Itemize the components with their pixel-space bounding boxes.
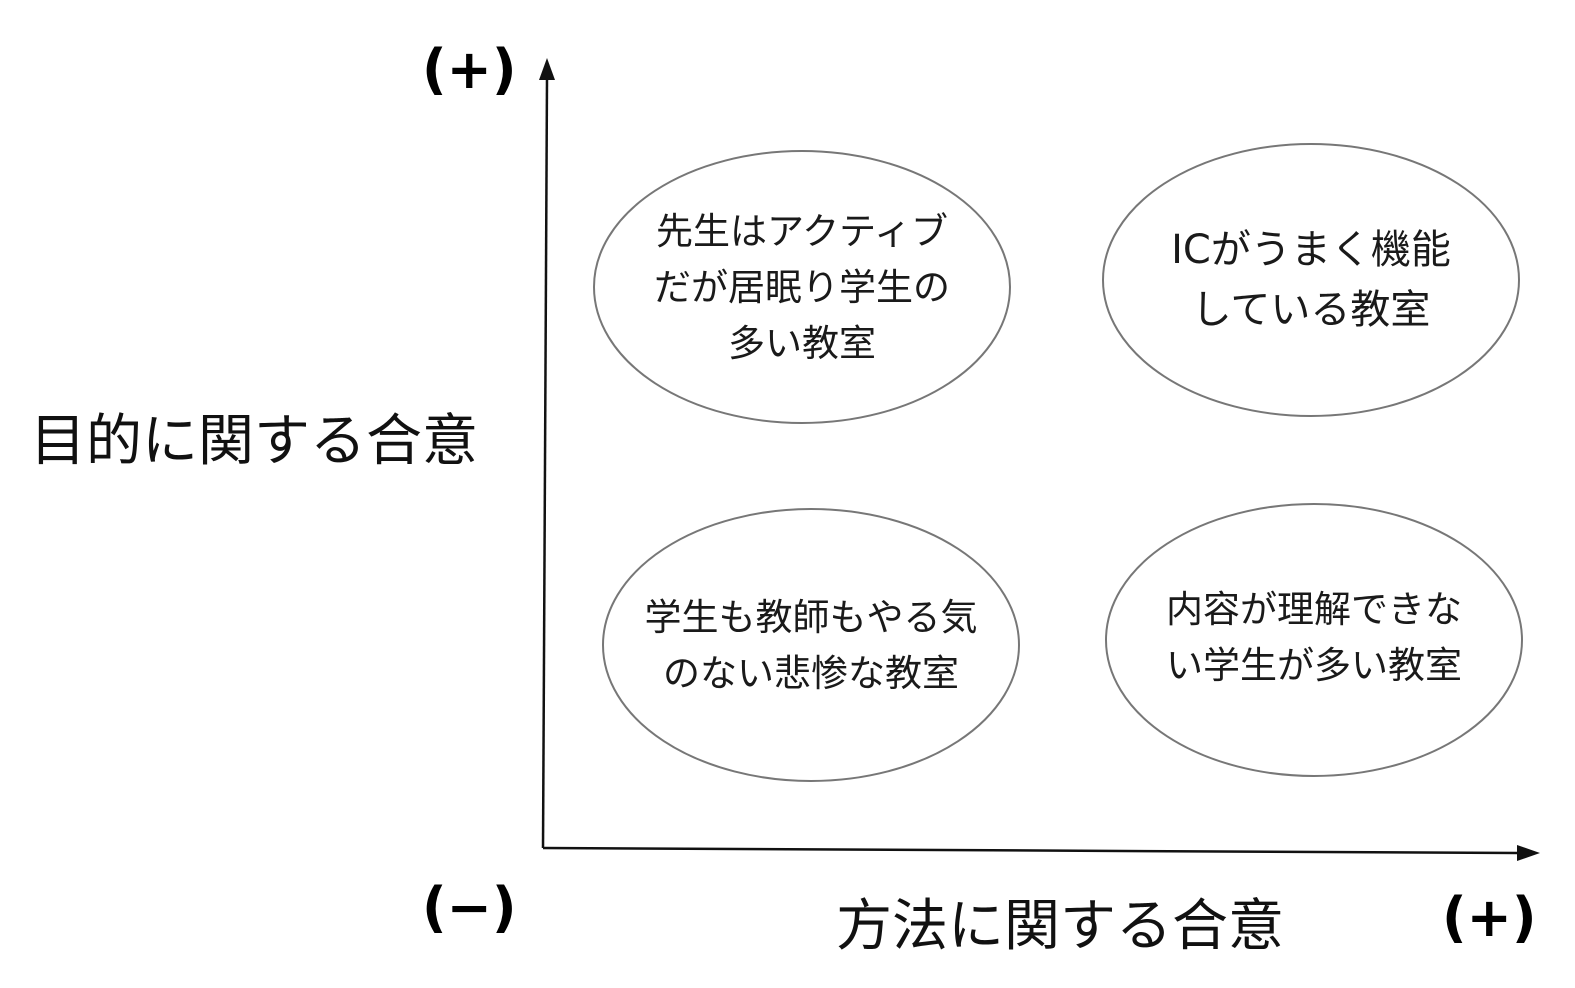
quad-text-line: している教室 xyxy=(1191,287,1431,333)
bottom-right-quadrant-text: 内容が理解できな い学生が多い教室 xyxy=(1114,582,1514,694)
x-axis-plus-label: (+) xyxy=(1442,886,1537,949)
quad-text-line: 多い教室 xyxy=(728,322,876,365)
top-left-ellipse xyxy=(593,150,1011,424)
y-axis-plus-label: (+) xyxy=(422,38,517,101)
origin-minus-label: (−) xyxy=(422,876,517,939)
bottom-left-ellipse xyxy=(602,508,1020,782)
top-right-ellipse xyxy=(1102,143,1520,417)
y-axis-title: 目的に関する合意 xyxy=(30,409,478,474)
top-right-quadrant-text: ICがうまく機能 している教室 xyxy=(1111,220,1511,340)
y-axis-arrowhead xyxy=(539,58,555,80)
quad-text-line: 学生も教師もやる気 xyxy=(644,596,978,639)
x-axis-arrowhead xyxy=(1517,845,1540,861)
quad-text-line: い学生が多い教室 xyxy=(1166,644,1462,687)
x-axis-title: 方法に関する合意 xyxy=(836,894,1284,959)
bottom-left-quadrant-text: 学生も教師もやる気 のない悲惨な教室 xyxy=(611,590,1011,702)
quad-text-line: 先生はアクティブ xyxy=(656,210,948,253)
bottom-right-ellipse xyxy=(1105,503,1523,777)
x-axis-line xyxy=(542,846,1519,855)
quad-text-line: ICがうまく機能 xyxy=(1171,227,1451,273)
quad-text-line: 内容が理解できな xyxy=(1166,588,1462,631)
quad-text-line: だが居眠り学生の xyxy=(654,266,950,309)
y-axis-line xyxy=(541,77,549,849)
top-left-quadrant-text: 先生はアクティブ だが居眠り学生の 多い教室 xyxy=(602,204,1002,372)
quad-text-line: のない悲惨な教室 xyxy=(663,652,959,695)
